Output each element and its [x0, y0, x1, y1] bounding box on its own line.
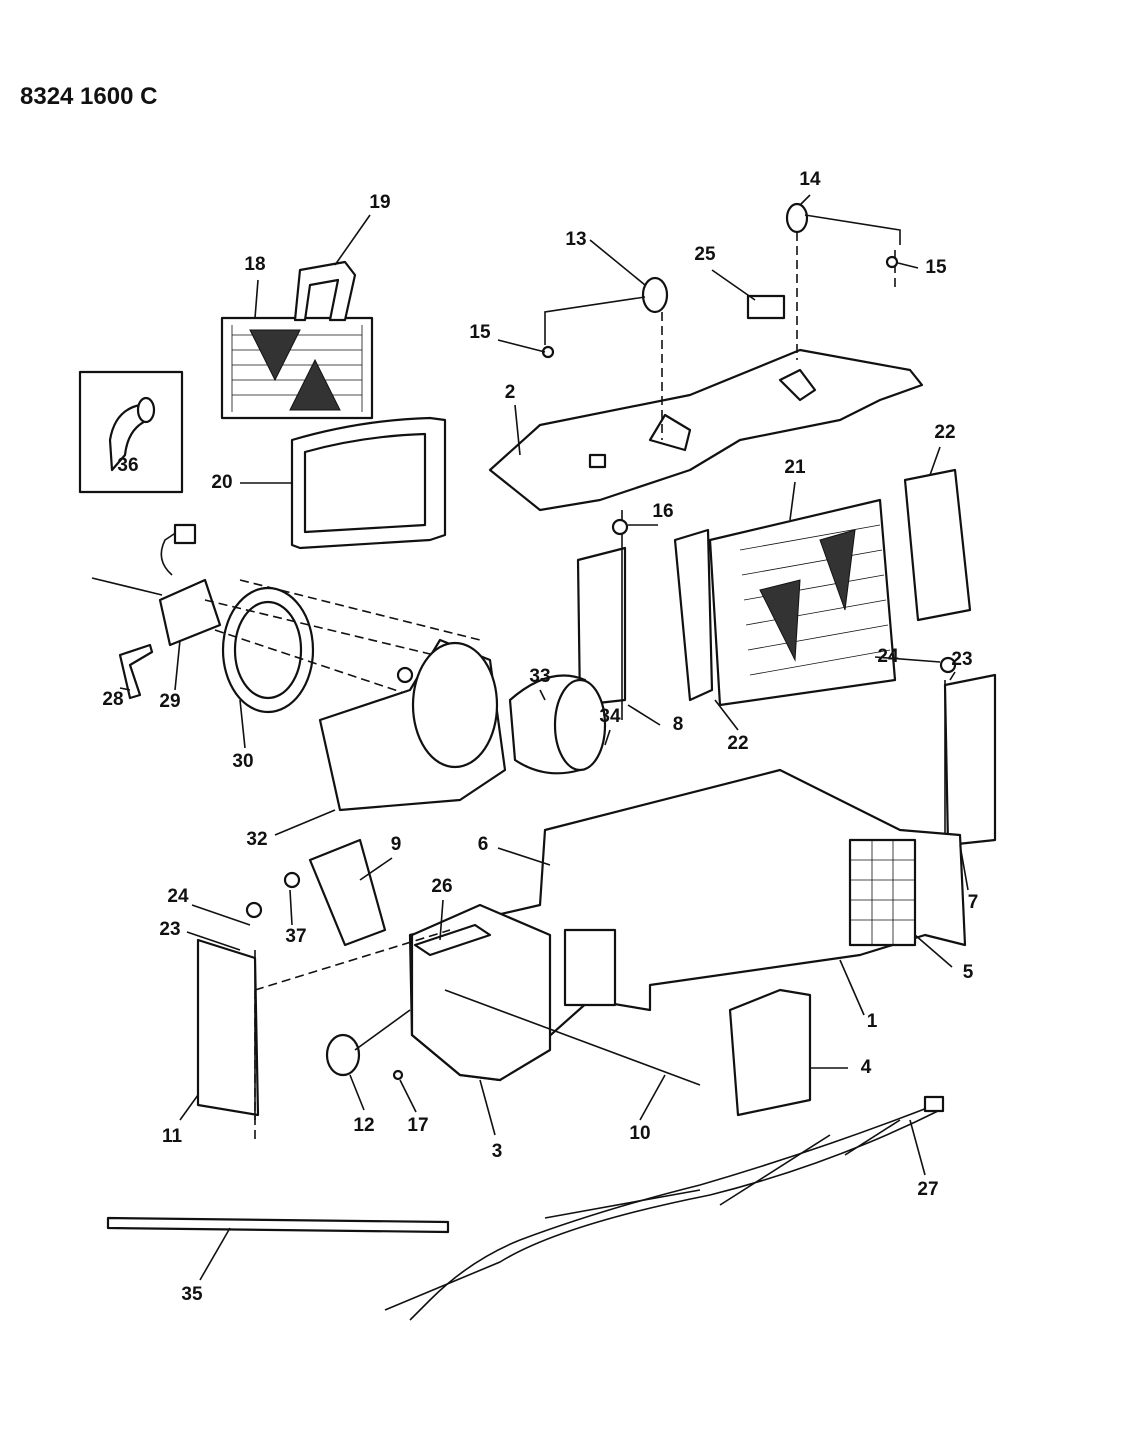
inset-detail-box [78, 370, 184, 494]
callout-12: 12 [353, 1115, 374, 1136]
callout-34: 34 [599, 706, 621, 727]
callout-19: 19 [369, 192, 390, 213]
callout-23: 23 [159, 919, 180, 940]
callout-15: 15 [469, 322, 491, 343]
callout-28: 28 [102, 689, 123, 710]
callout-20: 20 [211, 472, 232, 493]
part-upper-cover [488, 348, 924, 512]
callout-30: 30 [232, 751, 253, 772]
part-heater-core-seal [290, 416, 447, 550]
callout-3: 3 [492, 1141, 503, 1162]
part-evaporator-core [673, 468, 972, 707]
callout-26: 26 [431, 876, 452, 897]
callout-29: 29 [159, 691, 180, 712]
callout-32: 32 [246, 829, 267, 850]
callout-14: 14 [799, 169, 821, 190]
callout-37: 37 [285, 926, 306, 947]
callout-16: 16 [652, 501, 673, 522]
callout-5: 5 [963, 962, 974, 983]
callout-11: 11 [162, 1126, 183, 1147]
callout-33: 33 [529, 666, 550, 687]
callout-27: 27 [917, 1179, 938, 1200]
callout-2: 2 [505, 382, 516, 403]
part-blower-housing [318, 638, 607, 812]
callout-36: 36 [117, 455, 138, 476]
callout-labels: 19 18 13 25 14 15 15 2 22 21 36 20 16 33… [102, 169, 978, 1305]
part-main-housing [408, 768, 967, 1082]
callout-9: 9 [391, 834, 402, 855]
leader-lines [119, 194, 969, 1281]
callout-24: 24 [167, 886, 189, 907]
part-wiring-harness [384, 1095, 945, 1321]
callout-13: 13 [565, 229, 586, 250]
callout-24: 24 [877, 646, 899, 667]
callout-10: 10 [629, 1123, 650, 1144]
diagram-number: 8324 1600 C [20, 83, 157, 110]
callout-6: 6 [478, 834, 489, 855]
callout-21: 21 [784, 457, 806, 478]
callout-25: 25 [694, 244, 716, 265]
callout-18: 18 [244, 254, 265, 275]
part-seal-strip [106, 1216, 450, 1234]
callout-22: 22 [934, 422, 955, 443]
part-vacuum-actuators [541, 202, 901, 440]
callout-17: 17 [407, 1115, 428, 1136]
part-blower-motor [91, 523, 481, 714]
callout-15: 15 [925, 257, 947, 278]
callout-4: 4 [861, 1057, 872, 1078]
callout-23: 23 [951, 649, 972, 670]
callout-7: 7 [968, 892, 979, 913]
callout-8: 8 [673, 714, 684, 735]
callout-35: 35 [181, 1284, 203, 1305]
part-misc [245, 518, 957, 1140]
callout-1: 1 [867, 1011, 878, 1032]
part-heater-core [220, 260, 374, 420]
part-doors [196, 510, 997, 1120]
callout-22: 22 [727, 733, 748, 754]
